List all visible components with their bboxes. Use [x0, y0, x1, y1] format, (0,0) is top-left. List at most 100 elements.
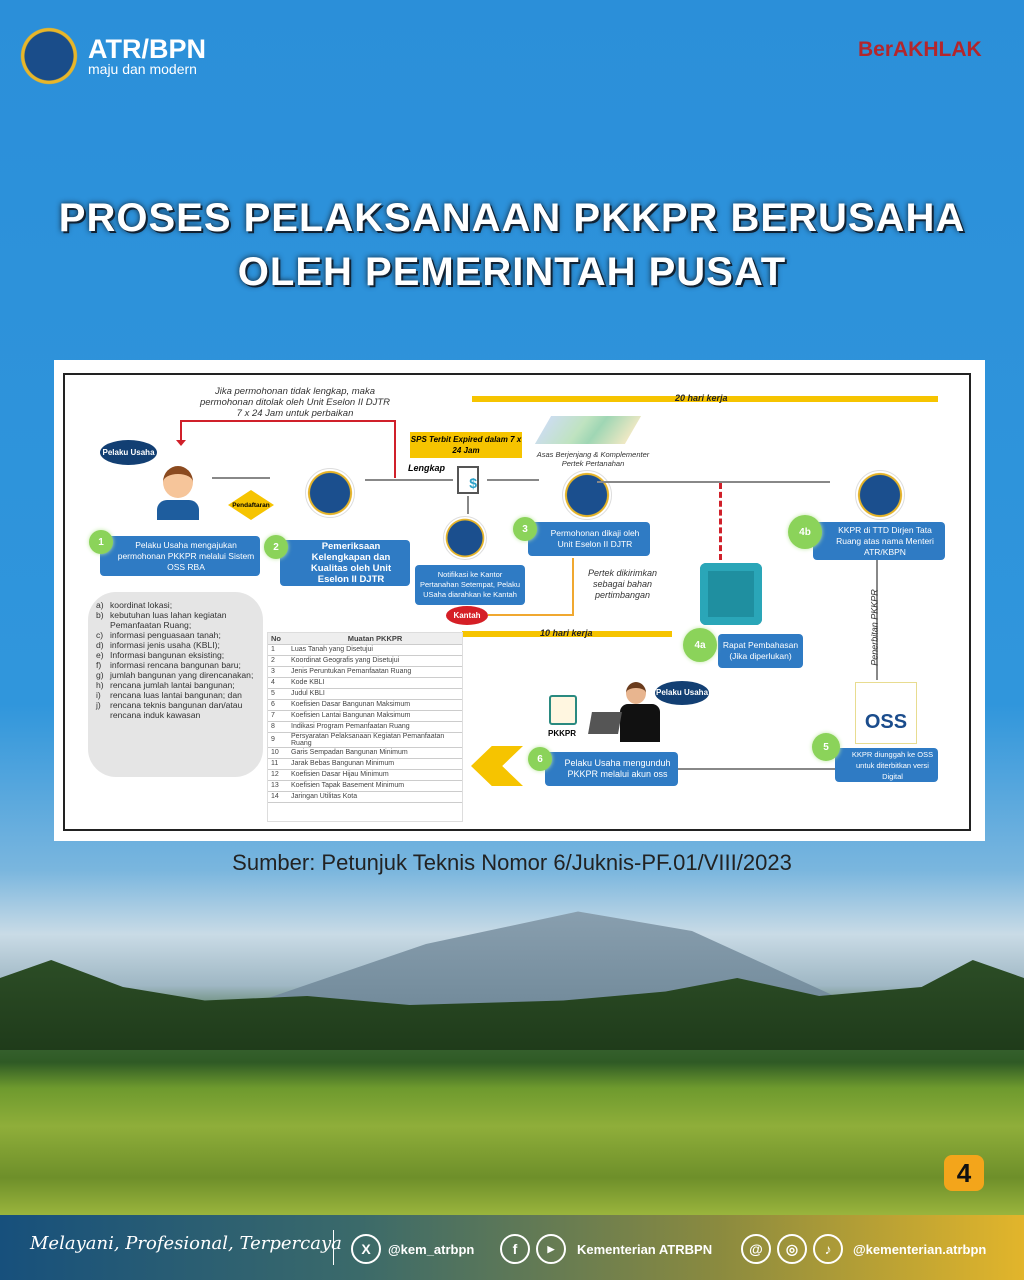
row-no: 8: [268, 721, 288, 733]
row-no: 10: [268, 747, 288, 759]
row-muatan: Koefisien Dasar Hijau Minimum: [288, 769, 462, 781]
flow-arrow: [487, 479, 539, 481]
requirement-item: c) informasi penguasaan tanah;: [96, 630, 255, 640]
step-3-number: 3: [513, 517, 537, 541]
reject-line: [394, 420, 396, 478]
duration-20-label: 20 hari kerja: [675, 393, 728, 403]
requirement-item: i)rencana luas lantai bangunan; dan: [96, 690, 255, 700]
youtube-icon[interactable]: ▶: [536, 1234, 566, 1264]
row-muatan: Kode KBLI: [288, 677, 462, 689]
row-muatan: Jenis Peruntukan Pemanfaatan Ruang: [288, 666, 462, 678]
requirement-item: b)kebutuhan luas lahan kegiatan Pemanfaa…: [96, 610, 255, 630]
source-note: Sumber: Petunjuk Teknis Nomor 6/Juknis-P…: [232, 850, 792, 875]
row-muatan: Garis Sempadan Bangunan Minimum: [288, 747, 462, 759]
pertek-line: [572, 558, 574, 616]
table-header-no: No: [268, 633, 288, 645]
fb-yt-handle[interactable]: Kementerian ATRBPN: [577, 1242, 713, 1257]
reject-line: [180, 420, 182, 442]
requirement-key: e): [96, 650, 104, 660]
requirement-item: d)informasi jenis usaha (KBLI);: [96, 640, 255, 650]
pkkpr-label: PKKPR: [548, 729, 577, 738]
requirement-key: i): [96, 690, 101, 700]
row-no: 5: [268, 688, 288, 700]
requirement-item: f)informasi rencana bangunan baru;: [96, 660, 255, 670]
tiktok-icon[interactable]: ♪: [813, 1234, 843, 1264]
requirement-item: h)rencana jumlah lantai bangunan;: [96, 680, 255, 690]
row-muatan: Koefisien Lantai Bangunan Maksimum: [288, 710, 462, 722]
requirement-item: g) jumlah bangunan yang direncanakan;: [96, 670, 255, 680]
row-no: 7: [268, 710, 288, 722]
atr-bpn-globe-icon: [855, 470, 905, 520]
requirement-item: j)rencana teknis bangunan dan/atau renca…: [96, 700, 255, 720]
flow-arrow: [876, 560, 878, 680]
row-muatan: Koefisien Dasar Bangunan Maksimum: [288, 699, 462, 711]
reject-note-line: permohonan ditolak oleh Unit Eselon II D…: [199, 397, 391, 408]
row-muatan: Luas Tanah yang Disetujui: [288, 644, 462, 656]
requirement-key: d): [96, 640, 104, 650]
requirement-key: c): [96, 630, 104, 640]
flow-arrow: [365, 479, 453, 481]
diagram-frame: [63, 373, 971, 831]
row-no: 3: [268, 666, 288, 678]
row-no: 14: [268, 791, 288, 803]
map-layers-image: [534, 416, 642, 444]
row-no: 9: [268, 732, 288, 748]
facebook-icon[interactable]: f: [500, 1234, 530, 1264]
pertek-note: Pertek dikirimkan sebagai bahan pertimba…: [587, 568, 658, 600]
row-muatan: Persyaratan Pelaksanaan Kegiatan Pemanfa…: [288, 732, 462, 748]
step-3-box: Permohonan dikaji oleh Unit Eselon II DJ…: [528, 522, 650, 556]
divider: [333, 1230, 334, 1265]
instagram-icon[interactable]: ◎: [777, 1234, 807, 1264]
atr-bpn-logo: [18, 25, 80, 87]
row-muatan: Jarak Bebas Bangunan Minimum: [288, 758, 462, 770]
x-twitter-icon[interactable]: X: [351, 1234, 381, 1264]
row-no: 6: [268, 699, 288, 711]
x-handle[interactable]: @kem_atrbpn: [388, 1242, 475, 1257]
atr-bpn-globe-icon: [562, 470, 612, 520]
requirement-key: j): [96, 700, 101, 710]
row-no: 12: [268, 769, 288, 781]
threads-icon[interactable]: @: [741, 1234, 771, 1264]
penerbitan-label: Penerbitan PKKPR: [869, 589, 880, 666]
step-2-number: 2: [264, 535, 288, 559]
duration-10-label: 10 hari kerja: [540, 628, 593, 638]
requirement-text: Informasi bangunan eksisting;: [110, 650, 225, 660]
lengkap-label: Lengkap: [408, 463, 446, 473]
kantah-badge: Kantah: [446, 606, 488, 625]
duration-20-arrow: [472, 396, 938, 402]
requirement-text: koordinat lokasi;: [110, 600, 173, 610]
row-no: 11: [268, 758, 288, 770]
requirement-text: jumlah bangunan yang direncanakan;: [110, 670, 254, 680]
pertek-line: [488, 614, 574, 616]
step-4a-number: 4a: [683, 628, 717, 662]
row-muatan: Indikasi Program Pemanfaatan Ruang: [288, 721, 462, 733]
row-no: 4: [268, 677, 288, 689]
requirement-key: a): [96, 600, 104, 610]
requirement-item: a) koordinat lokasi;: [96, 600, 255, 610]
arrow-head: [176, 440, 186, 451]
requirement-text: rencana jumlah lantai bangunan;: [110, 680, 235, 690]
requirement-text: kebutuhan luas lahan kegiatan Pemanfaata…: [110, 610, 227, 630]
reject-note: Jika permohonan tidak lengkap, maka perm…: [190, 386, 400, 419]
meeting-illustration: [700, 563, 762, 625]
requirements-list: a) koordinat lokasi;b)kebutuhan luas laha…: [88, 592, 263, 777]
step-6-box: Pelaku Usaha mengunduh PKKPR melalui aku…: [545, 752, 678, 786]
step-4b-box: KKPR di TTD Dirjen Tata Ruang atas nama …: [813, 522, 945, 560]
ig-handle[interactable]: @kementerian.atrbpn: [853, 1242, 987, 1257]
requirement-text: informasi penguasaan tanah;: [110, 630, 221, 640]
row-muatan: Koefisien Tapak Basement Minimum: [288, 780, 462, 792]
dashed-branch-line: [719, 483, 722, 560]
atr-bpn-globe-icon: [305, 468, 355, 518]
requirement-key: g): [96, 670, 104, 680]
